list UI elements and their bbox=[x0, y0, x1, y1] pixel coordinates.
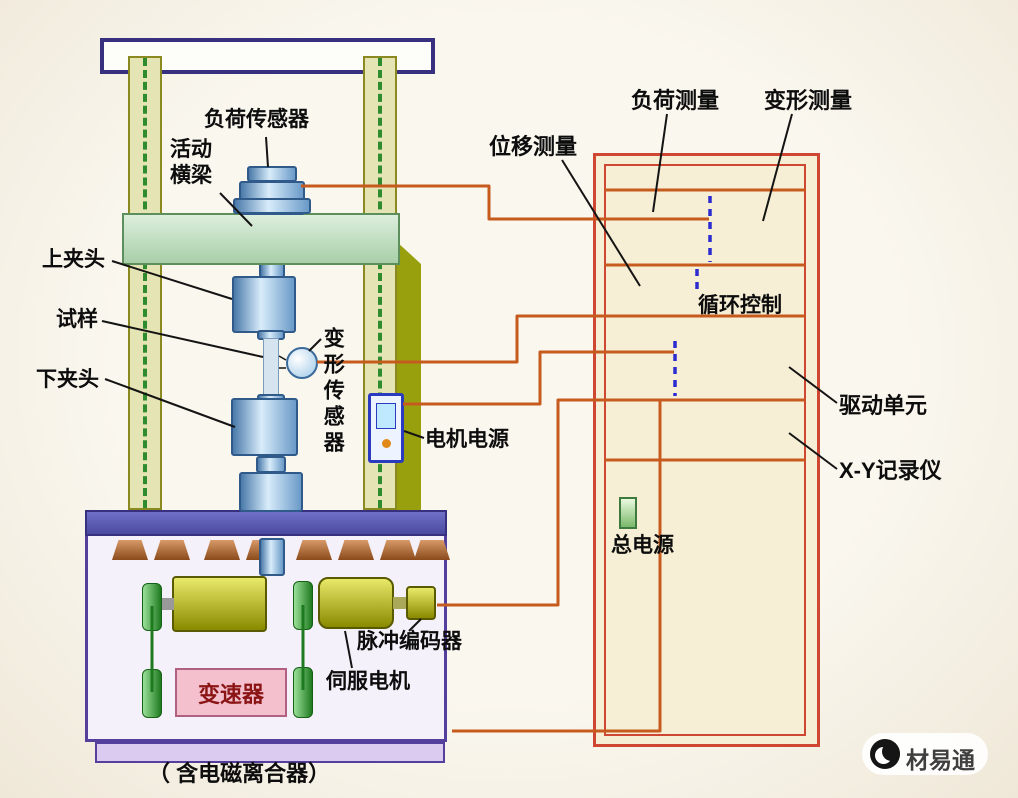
belt-pulley bbox=[142, 669, 162, 718]
gear-tooth bbox=[204, 540, 240, 560]
deformation-sensor-label: 变形传感器 bbox=[321, 327, 345, 457]
drive-screw bbox=[259, 538, 285, 576]
drive-unit-label: 驱动单元 bbox=[839, 393, 928, 418]
crosshead-label: 活动 横梁 bbox=[170, 138, 212, 188]
belt-pulley bbox=[142, 583, 162, 631]
machine-caption: （ 含电磁离合器） bbox=[148, 761, 331, 786]
specimen-label: 试样 bbox=[56, 308, 98, 331]
upper-grip bbox=[232, 276, 296, 333]
gear-tooth bbox=[296, 540, 332, 560]
base-top-band bbox=[85, 510, 447, 536]
gear-tooth bbox=[154, 540, 190, 560]
crosshead-beam bbox=[122, 213, 400, 265]
load-measure-label: 负荷测量 bbox=[631, 88, 720, 113]
motor-shaft-left bbox=[160, 598, 174, 610]
lower-rod bbox=[256, 456, 286, 473]
load-sensor-label: 负荷传感器 bbox=[204, 108, 309, 131]
displacement-measure-label: 位移测量 bbox=[489, 134, 578, 159]
motor-power-indicator bbox=[382, 439, 391, 448]
motor-power-label: 电机电源 bbox=[425, 428, 509, 451]
servo-motor bbox=[318, 577, 394, 629]
deformation-signal-wire bbox=[317, 314, 605, 364]
left-column bbox=[128, 56, 162, 510]
coupling bbox=[239, 472, 303, 512]
gear-tooth bbox=[380, 540, 416, 560]
watermark-text: 材易通 bbox=[906, 747, 975, 773]
side-panel bbox=[397, 242, 421, 512]
belt-pulley bbox=[293, 581, 313, 630]
gearbox-box: 变速器 bbox=[175, 668, 287, 717]
motor-power-display bbox=[376, 403, 396, 429]
lower-grip-label: 下夹头 bbox=[36, 368, 99, 391]
main-power-indicator bbox=[619, 497, 637, 529]
main-power-label: 总电源 bbox=[611, 534, 674, 557]
lower-grip bbox=[231, 398, 298, 456]
specimen bbox=[263, 338, 279, 396]
machine-bottom-plate bbox=[95, 742, 445, 763]
pulse-encoder-label: 脉冲编码器 bbox=[357, 630, 462, 653]
upper-grip-label: 上夹头 bbox=[42, 248, 105, 271]
deformation-sensor bbox=[286, 347, 318, 379]
watermark: 材易通 bbox=[862, 733, 988, 775]
gear-tooth bbox=[112, 540, 148, 560]
motor-shaft-right bbox=[393, 597, 407, 609]
cabinet-inner-frame bbox=[604, 164, 806, 736]
load-sensor-flange bbox=[247, 166, 297, 182]
load-sensor-base bbox=[233, 198, 311, 214]
deformation-measure-label: 变形测量 bbox=[764, 88, 853, 113]
pulse-encoder bbox=[406, 586, 436, 620]
motor-block bbox=[172, 576, 267, 632]
watermark-logo-icon bbox=[870, 739, 900, 769]
xy-recorder-label: X-Y记录仪 bbox=[839, 458, 942, 483]
cycle-control-label: 循环控制 bbox=[698, 294, 782, 317]
belt-pulley bbox=[293, 667, 313, 718]
gearbox-label: 变速器 bbox=[197, 681, 264, 707]
motor-power-unit bbox=[368, 393, 404, 463]
servo-motor-label: 伺服电机 bbox=[326, 670, 410, 693]
gear-tooth bbox=[338, 540, 374, 560]
